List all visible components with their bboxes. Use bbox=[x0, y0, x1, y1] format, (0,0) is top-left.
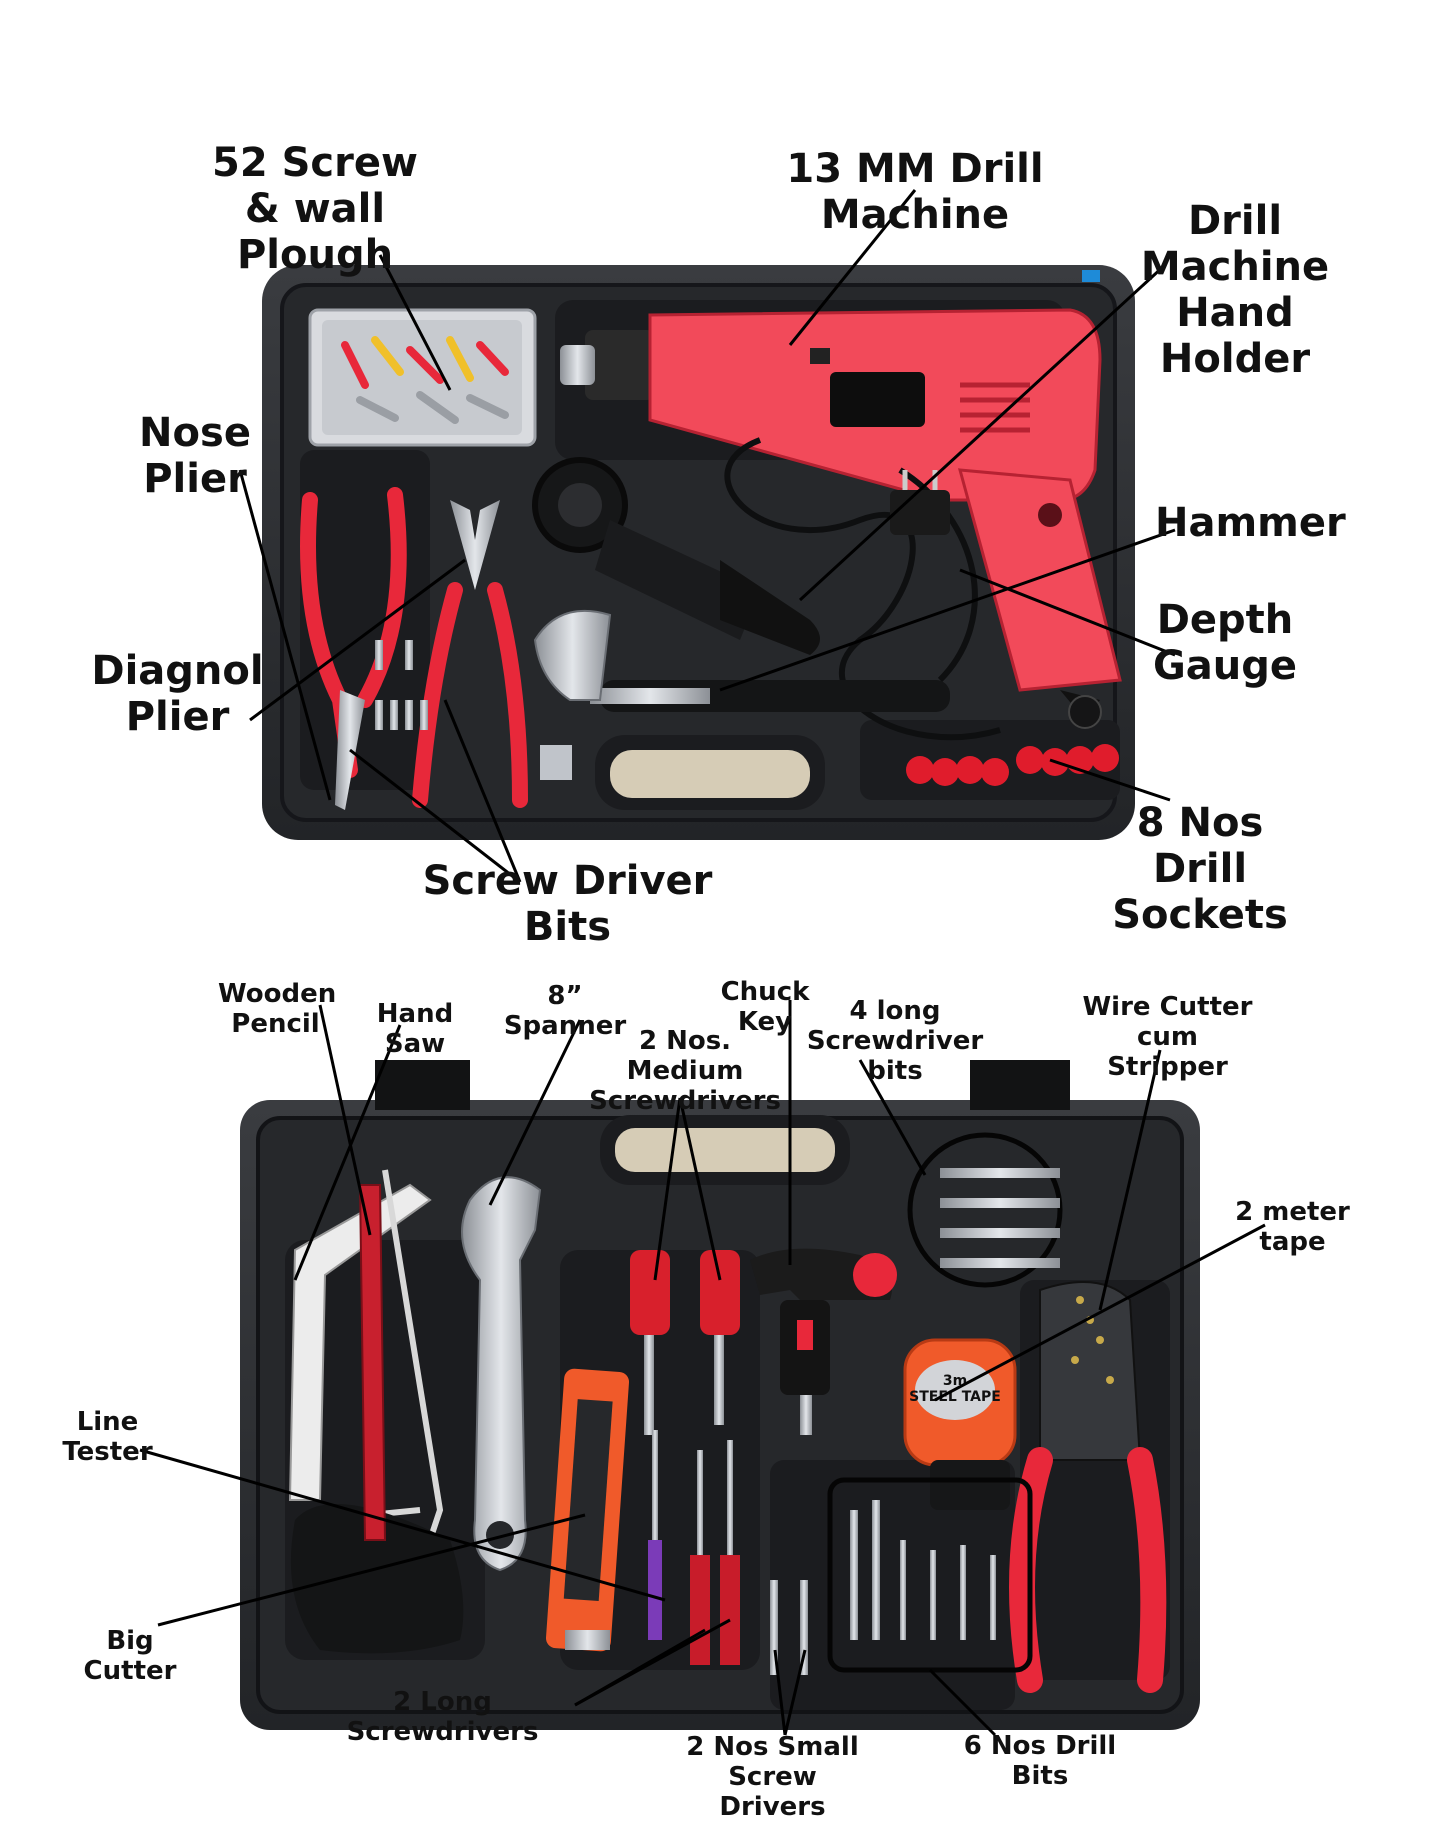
chuck-key bbox=[750, 1248, 897, 1435]
diagonal-plier bbox=[412, 500, 528, 808]
top-leader-lines bbox=[238, 189, 1176, 884]
big-cutter bbox=[545, 1368, 630, 1652]
screw-and-plough-box bbox=[308, 308, 537, 447]
label-drill-sockets: 8 Nos Drill Sockets bbox=[1112, 800, 1288, 938]
bottom-leader-lines bbox=[139, 1000, 1266, 1737]
wooden-pencil bbox=[358, 1184, 387, 1541]
label-depth-gauge: Depth Gauge bbox=[1152, 597, 1298, 689]
label-chuck-key: Chuck Key bbox=[720, 977, 810, 1037]
label-long-bits: 4 long Screwdriver bits bbox=[806, 996, 984, 1086]
hand-saw bbox=[288, 1169, 464, 1654]
medium-screwdrivers bbox=[630, 1250, 740, 1435]
wire-cutter-stripper bbox=[1009, 1281, 1167, 1693]
label-wire-cutter: Wire Cutter cum Stripper bbox=[1082, 992, 1253, 1082]
label-spanner: 8” Spanner bbox=[503, 981, 627, 1041]
label-tape: 2 meter tape bbox=[1235, 1197, 1350, 1257]
label-nose-plier: Nose Plier bbox=[139, 410, 251, 502]
small-screwdrivers bbox=[770, 1580, 808, 1675]
drill-machine bbox=[560, 308, 1122, 692]
power-cord bbox=[724, 437, 1001, 741]
hammer bbox=[533, 609, 950, 780]
label-big-cutter: Big Cutter bbox=[83, 1626, 177, 1686]
long-screwdriver-bits-group bbox=[907, 1132, 1063, 1288]
hand-holder bbox=[532, 457, 820, 655]
label-diagonal-plier: Diagnol Plier bbox=[91, 648, 264, 740]
label-hand-holder: Drill Machine Hand Holder bbox=[1140, 198, 1330, 382]
label-line-tester: Line Tester bbox=[62, 1407, 153, 1467]
label-hand-saw: Hand Saw bbox=[376, 999, 454, 1059]
label-hammer: Hammer bbox=[1155, 500, 1346, 546]
drill-sockets bbox=[906, 744, 1119, 786]
spanner bbox=[461, 1176, 542, 1572]
label-wooden-pencil: Wooden Pencil bbox=[218, 979, 337, 1039]
label-medium-screwdrivers: 2 Nos. Medium Screwdrivers bbox=[589, 1026, 781, 1116]
label-screw-plough: 52 Screw & wall Plough bbox=[212, 140, 418, 278]
label-screw-driver-bits: Screw Driver Bits bbox=[422, 858, 713, 950]
label-long-screwdrivers: 2 Long Screwdrivers bbox=[346, 1687, 539, 1747]
depth-gauge bbox=[1060, 690, 1102, 729]
screw-driver-bits bbox=[375, 640, 428, 730]
label-drill-machine: 13 MM Drill Machine bbox=[786, 146, 1044, 238]
label-small-screwdrivers: 2 Nos Small Screw Drivers bbox=[686, 1732, 859, 1822]
label-drill-bits: 6 Nos Drill Bits bbox=[963, 1731, 1117, 1791]
